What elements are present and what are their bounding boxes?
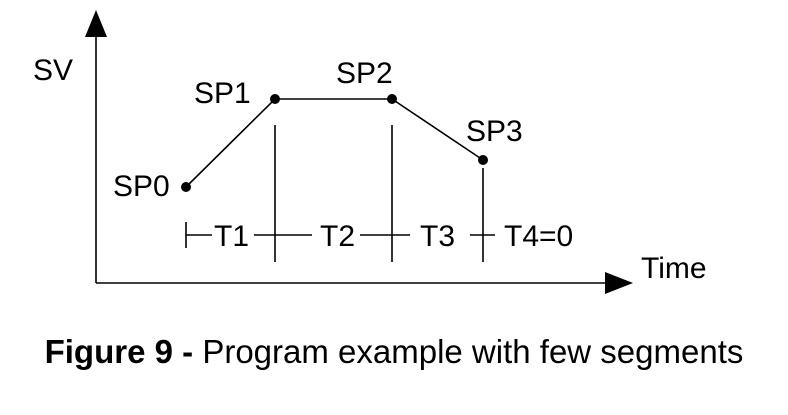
figure-caption-text: Program example with few segments [202, 333, 744, 370]
segment-label-t3: T3 [420, 220, 455, 253]
setpoint-marker-sp0 [181, 182, 191, 192]
setpoint-marker-sp3 [478, 155, 488, 165]
setpoint-marker-sp2 [387, 94, 397, 104]
segment-label-t1: T1 [214, 220, 249, 253]
setpoint-marker-sp1 [270, 94, 280, 104]
figure-caption-prefix: Figure 9 - [44, 333, 194, 370]
segment-label-t2: T2 [320, 220, 355, 253]
figure-caption: Figure 9 - Program example with few segm… [0, 333, 788, 371]
setpoint-label-sp1: SP1 [194, 77, 251, 110]
setpoint-label-sp2: SP2 [336, 57, 393, 90]
program-diagram: SV Time SP0 SP1 SP2 SP3 T1 T2 T3 T4=0 [33, 10, 707, 294]
x-axis-arrowhead [605, 272, 633, 294]
y-axis-arrowhead [85, 10, 107, 37]
setpoint-label-sp3: SP3 [466, 115, 523, 148]
x-axis-label: Time [641, 252, 707, 285]
setpoint-label-sp0: SP0 [113, 170, 170, 203]
segment-label-t4: T4=0 [504, 220, 573, 253]
program-profile-line [185, 98, 484, 188]
y-axis-label: SV [33, 54, 73, 87]
